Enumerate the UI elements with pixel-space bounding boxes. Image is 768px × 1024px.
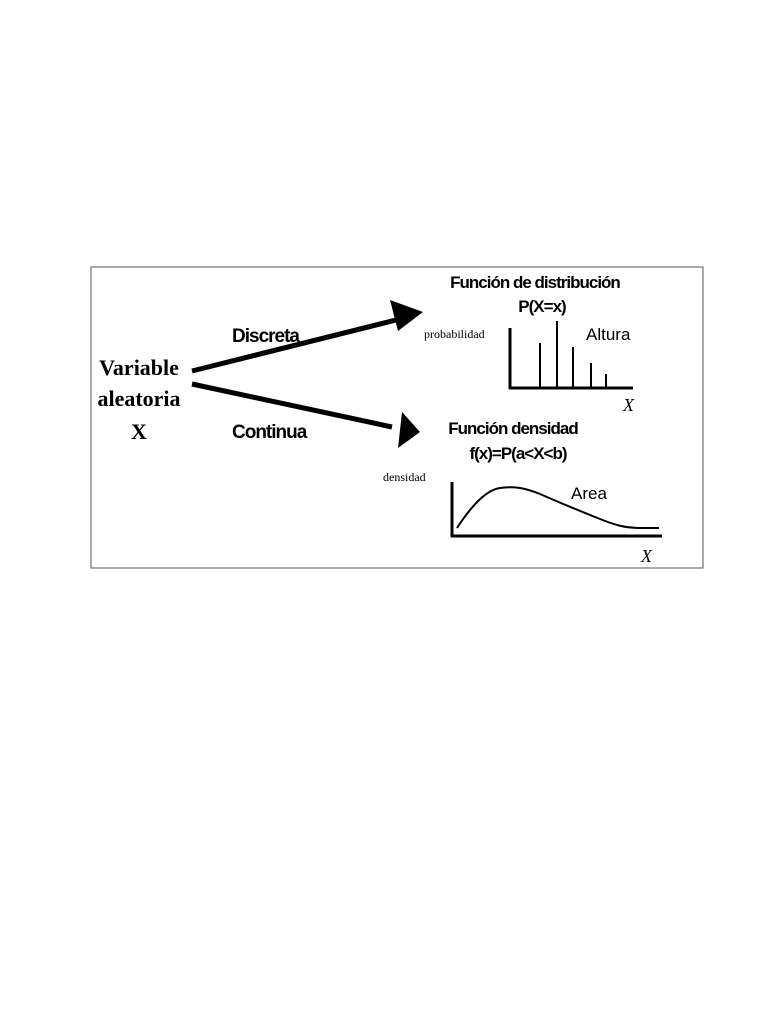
variable-label-line3: X — [131, 419, 147, 444]
continuous-title-line2: f(x)=P(a<X<b) — [469, 444, 566, 463]
continuous-panel: Función densidad f(x)=P(a<X<b) densidad … — [383, 419, 662, 566]
continuous-arrow — [191, 381, 420, 448]
discrete-annotation-altura: Altura — [586, 325, 631, 344]
continuous-title-line1: Función densidad — [448, 419, 578, 438]
continuous-annotation-area: Area — [571, 484, 607, 503]
discrete-arrow — [191, 300, 423, 374]
variable-label-line1: Variable — [99, 355, 179, 380]
discrete-y-axis-label: probabilidad — [424, 327, 485, 341]
variable-label-line2: aleatoria — [97, 386, 180, 411]
discrete-panel: Función de distribución P(X=x) probabili… — [424, 273, 635, 415]
discrete-x-axis-label: X — [622, 395, 635, 415]
discrete-title-line1: Función de distribución — [450, 273, 620, 292]
discrete-title-line2: P(X=x) — [518, 297, 566, 316]
diagram-frame — [90, 266, 704, 569]
branch-label-continuous: Continua — [232, 422, 308, 443]
branch-label-discrete: Discreta — [232, 326, 300, 347]
density-curve — [456, 486, 659, 529]
continuous-x-axis-label: X — [640, 546, 653, 566]
continuous-y-axis-label: densidad — [383, 470, 426, 484]
